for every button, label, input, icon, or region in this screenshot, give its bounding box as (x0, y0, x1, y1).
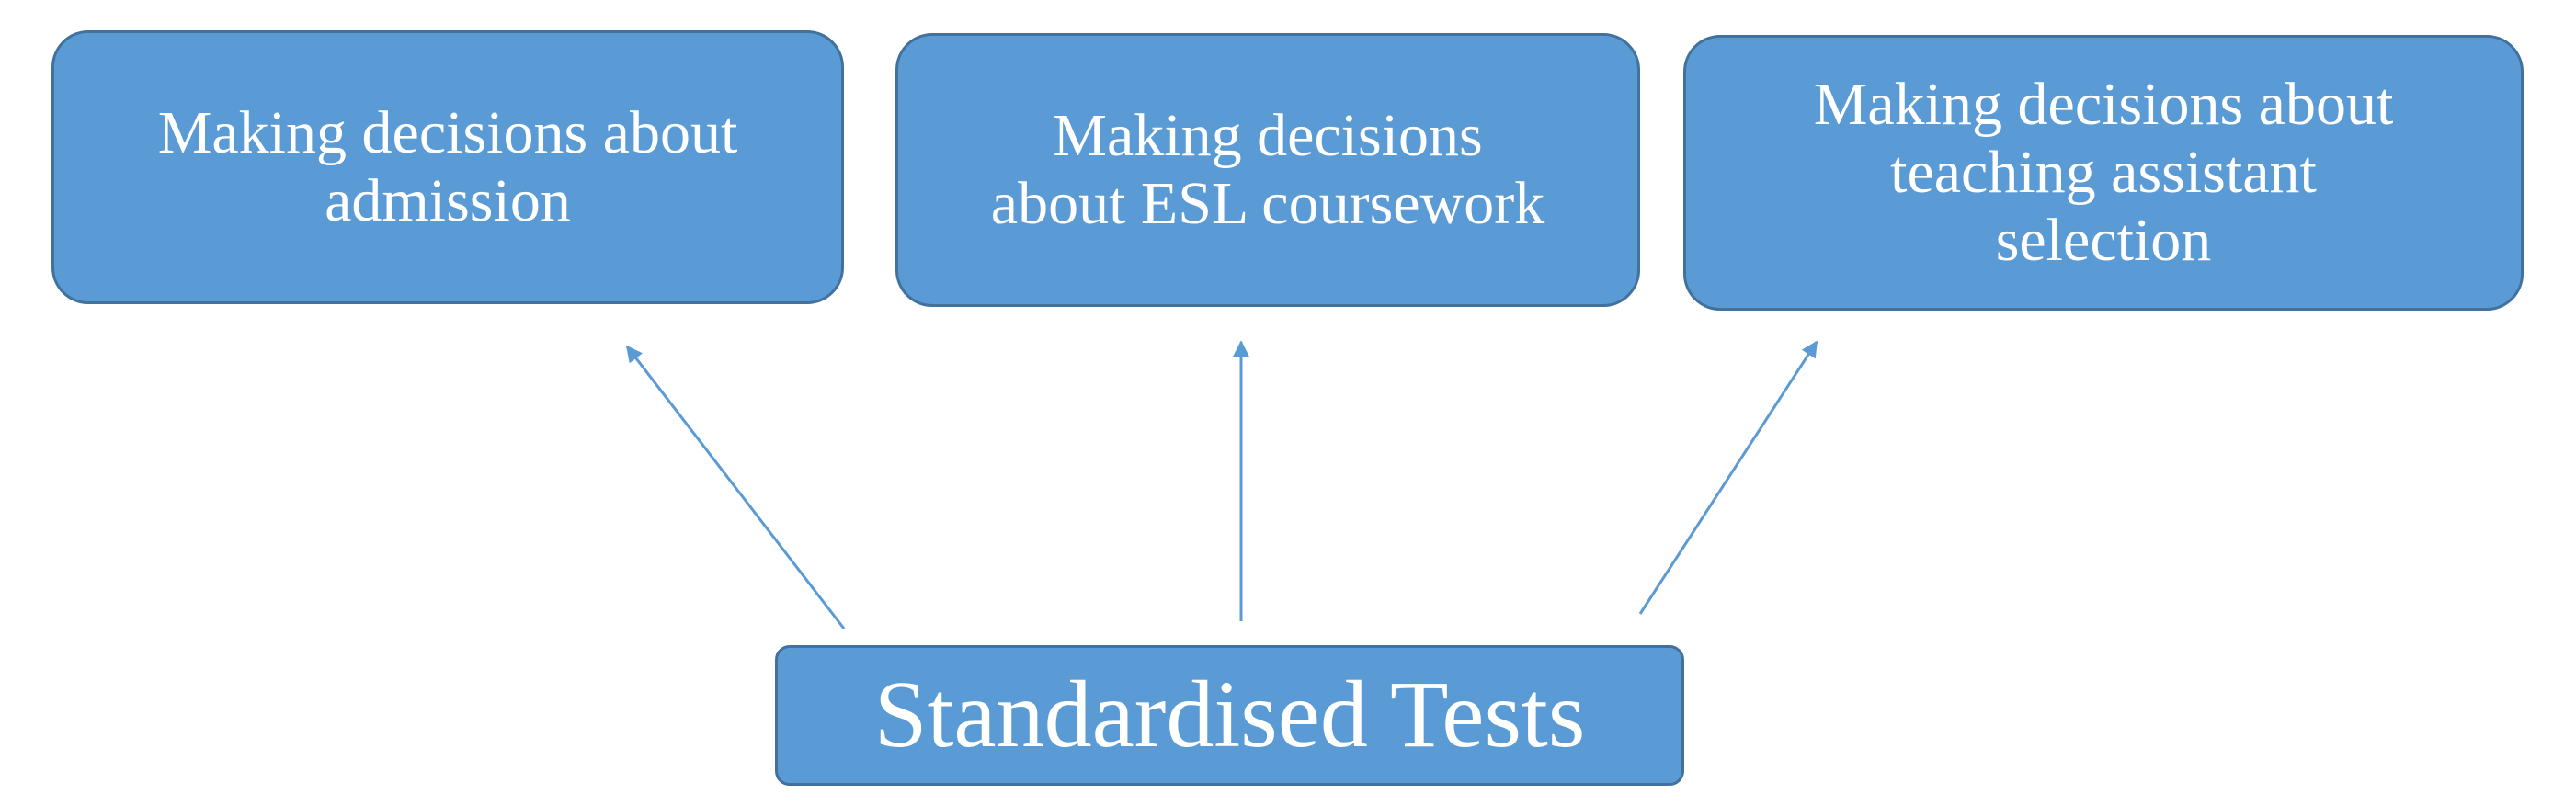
admission-decision-label: Making decisions about admission (158, 99, 738, 235)
ta-label-line-3: selection (1995, 206, 2212, 274)
arrow-to-teaching-assistant (1638, 340, 1818, 615)
esl-label-line-2: about ESL coursework (990, 170, 1545, 237)
teaching-assistant-decision-label: Making decisions about teaching assistan… (1814, 71, 2394, 275)
esl-coursework-decision-box: Making decisions about ESL coursework (895, 33, 1640, 307)
ta-label-line-1: Making decisions about (1813, 71, 2394, 139)
admission-label-line-2: admission (325, 167, 571, 234)
standardised-tests-label: Standardised Tests (873, 662, 1586, 768)
arrow-to-admission (625, 345, 846, 629)
teaching-assistant-decision-box: Making decisions about teaching assistan… (1683, 35, 2524, 311)
admission-label-line-1: Making decisions about (157, 99, 738, 167)
ta-label-line-2: teaching assistant (1890, 139, 2317, 207)
esl-coursework-decision-label: Making decisions about ESL coursework (991, 102, 1544, 238)
standardised-tests-box: Standardised Tests (775, 645, 1684, 786)
esl-label-line-1: Making decisions (1053, 102, 1483, 170)
admission-decision-box: Making decisions about admission (51, 30, 844, 304)
